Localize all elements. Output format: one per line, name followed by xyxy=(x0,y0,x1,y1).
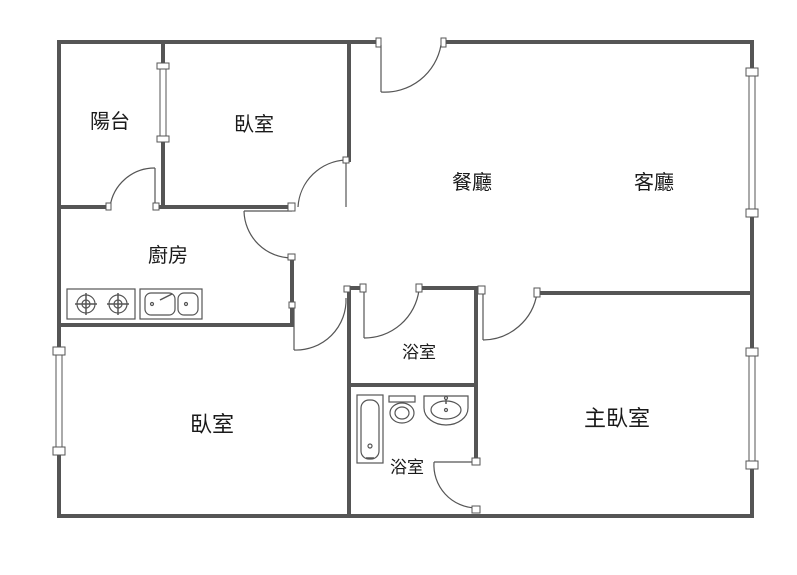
room-label-bath-upper: 浴室 xyxy=(402,343,436,363)
sink-icon xyxy=(139,288,203,320)
room-label-kitchen: 廚房 xyxy=(148,243,188,267)
room-label-balcony: 陽台 xyxy=(90,109,130,133)
room-label-bedroom-top: 臥室 xyxy=(234,112,274,136)
bathtub-icon xyxy=(356,394,384,464)
washbasin-icon xyxy=(423,395,469,426)
room-label-living: 客廳 xyxy=(634,170,674,194)
room-labels: 陽台 臥室 餐廳 客廳 廚房 浴室 浴室 主臥室 臥室 xyxy=(90,109,674,478)
doors xyxy=(105,37,541,514)
room-label-bath-lower: 浴室 xyxy=(390,458,424,478)
room-label-dining: 餐廳 xyxy=(452,170,492,194)
room-label-bedroom-bottom: 臥室 xyxy=(190,413,234,438)
stove-icon xyxy=(66,288,136,320)
toilet-icon xyxy=(388,395,416,424)
room-label-master-bedroom: 主臥室 xyxy=(584,407,650,432)
windows xyxy=(52,62,759,470)
interior-walls xyxy=(57,40,754,518)
